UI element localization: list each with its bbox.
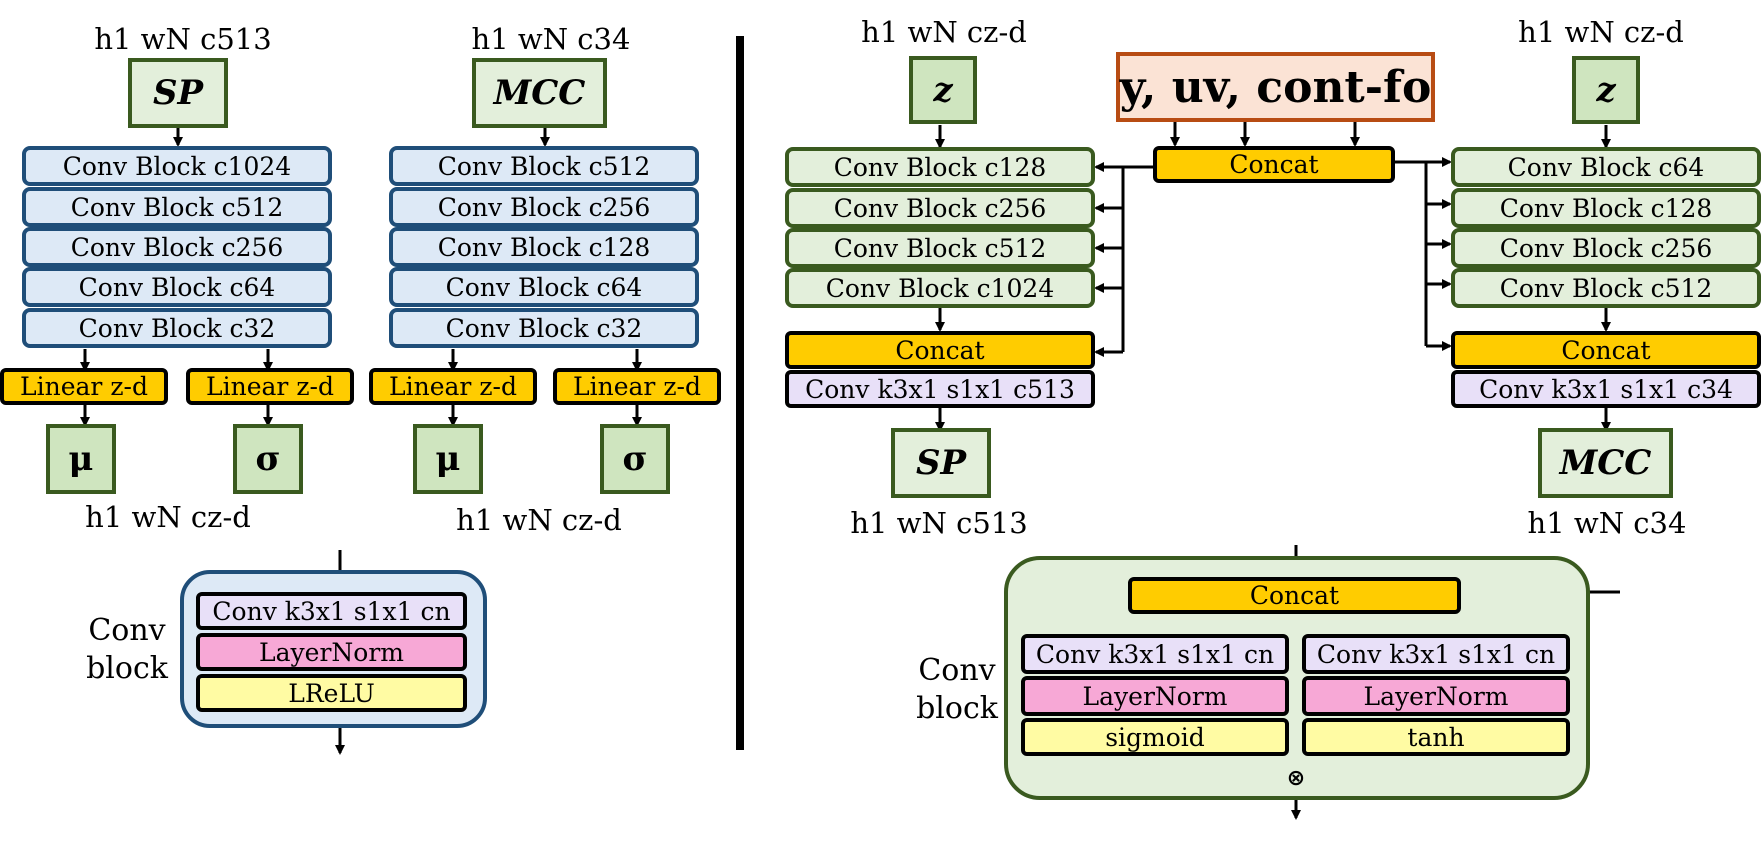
decoder-conv-block-left-layernorm: LayerNorm (1021, 676, 1289, 716)
decoder-mcc-bottom-label: h1 wN c34 (1527, 506, 1687, 540)
encoder-mcc-conv-block-4: Conv Block c64 (389, 267, 699, 307)
encoder-sp-bottom-label: h1 wN cz-d (85, 500, 251, 534)
encoder-sp-conv-block-3: Conv Block c256 (22, 227, 332, 267)
decoder-conv-block-multiply: ⊗ (1286, 765, 1306, 791)
encoder-conv-block-layernorm: LayerNorm (196, 633, 467, 671)
decoder-mcc-concat: Concat (1451, 331, 1761, 369)
encoder-conv-block-lrelu: LReLU (196, 674, 467, 712)
encoder-mcc-conv-block-3: Conv Block c128 (389, 227, 699, 267)
decoder-sp-concat: Concat (785, 331, 1095, 369)
decoder-conv-block-label: Conv block (916, 652, 998, 728)
encoder-conv-block-label: Conv block (86, 612, 168, 688)
encoder-mcc-conv-block-5: Conv Block c32 (389, 308, 699, 348)
encoder-conv-block-conv: Conv k3x1 s1x1 cn (196, 592, 467, 630)
decoder-mcc-conv-out: Conv k3x1 s1x1 c34 (1451, 370, 1761, 408)
decoder-conv-block-concat: Concat (1128, 577, 1461, 614)
decoder-conv-block-label-line2: block (916, 691, 998, 726)
decoder-condition-input: y, uv, cont-fo (1116, 52, 1435, 122)
decoder-sp-conv-out: Conv k3x1 s1x1 c513 (785, 370, 1095, 408)
decoder-sp-z-input: z (909, 56, 977, 124)
decoder-sp-output: SP (891, 428, 991, 498)
encoder-sp-mu-output: μ (46, 424, 116, 494)
decoder-sp-conv-block-3: Conv Block c512 (785, 228, 1095, 268)
encoder-conv-block-label-line2: block (86, 651, 168, 686)
encoder-mcc-mu-output: μ (413, 424, 483, 494)
decoder-sp-conv-block-2: Conv Block c256 (785, 188, 1095, 228)
encoder-conv-block-label-line1: Conv (88, 613, 166, 648)
decoder-mcc-z-input: z (1572, 56, 1640, 124)
encoder-mcc-linear-sigma: Linear z-d (553, 368, 721, 405)
decoder-conv-block-tanh: tanh (1302, 718, 1570, 756)
encoder-sp-sigma-output: σ (233, 424, 303, 494)
decoder-mcc-output: MCC (1538, 428, 1673, 498)
decoder-mcc-conv-block-3: Conv Block c256 (1451, 228, 1761, 268)
encoder-sp-conv-block-5: Conv Block c32 (22, 308, 332, 348)
decoder-mcc-conv-block-1: Conv Block c64 (1451, 147, 1761, 187)
encoder-sp-linear-mu: Linear z-d (0, 368, 168, 405)
encoder-mcc-conv-block-2: Conv Block c256 (389, 187, 699, 227)
encoder-sp-conv-block-4: Conv Block c64 (22, 267, 332, 307)
encoder-mcc-linear-mu: Linear z-d (369, 368, 537, 405)
encoder-mcc-sigma-output: σ (600, 424, 670, 494)
decoder-conv-block-right-conv: Conv k3x1 s1x1 cn (1302, 634, 1570, 674)
decoder-sp-conv-block-1: Conv Block c128 (785, 147, 1095, 187)
decoder-sp-conv-block-4: Conv Block c1024 (785, 268, 1095, 308)
decoder-concat-top: Concat (1153, 146, 1395, 183)
decoder-mcc-conv-block-4: Conv Block c512 (1451, 268, 1761, 308)
decoder-sp-top-label: h1 wN cz-d (861, 15, 1027, 49)
decoder-mcc-top-label: h1 wN cz-d (1518, 15, 1684, 49)
decoder-mcc-conv-block-2: Conv Block c128 (1451, 188, 1761, 228)
encoder-mcc-input: MCC (472, 58, 607, 128)
encoder-mcc-top-label: h1 wN c34 (471, 22, 631, 56)
decoder-conv-block-left-conv: Conv k3x1 s1x1 cn (1021, 634, 1289, 674)
encoder-sp-linear-sigma: Linear z-d (186, 368, 354, 405)
decoder-conv-block-right-layernorm: LayerNorm (1302, 676, 1570, 716)
encoder-sp-input: SP (128, 58, 228, 128)
encoder-sp-top-label: h1 wN c513 (94, 22, 272, 56)
encoder-sp-conv-block-2: Conv Block c512 (22, 187, 332, 227)
decoder-conv-block-label-line1: Conv (918, 653, 996, 688)
encoder-mcc-conv-block-1: Conv Block c512 (389, 146, 699, 186)
decoder-sp-bottom-label: h1 wN c513 (850, 506, 1028, 540)
encoder-sp-conv-block-1: Conv Block c1024 (22, 146, 332, 186)
decoder-conv-block-sigmoid: sigmoid (1021, 718, 1289, 756)
encoder-mcc-bottom-label: h1 wN cz-d (456, 503, 622, 537)
